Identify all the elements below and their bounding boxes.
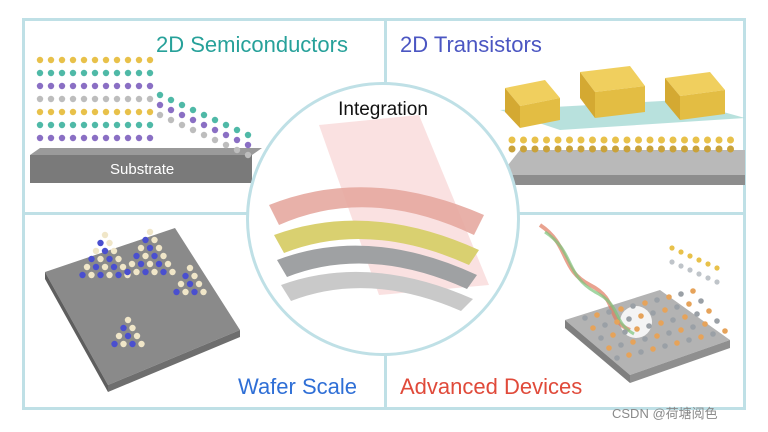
advanced-devices-title: Advanced Devices <box>400 376 582 398</box>
flexible-stack-illustration <box>249 85 520 356</box>
integration-circle: Integration <box>246 82 520 356</box>
watermark-text: CSDN @荷塘阅色 <box>612 403 718 422</box>
